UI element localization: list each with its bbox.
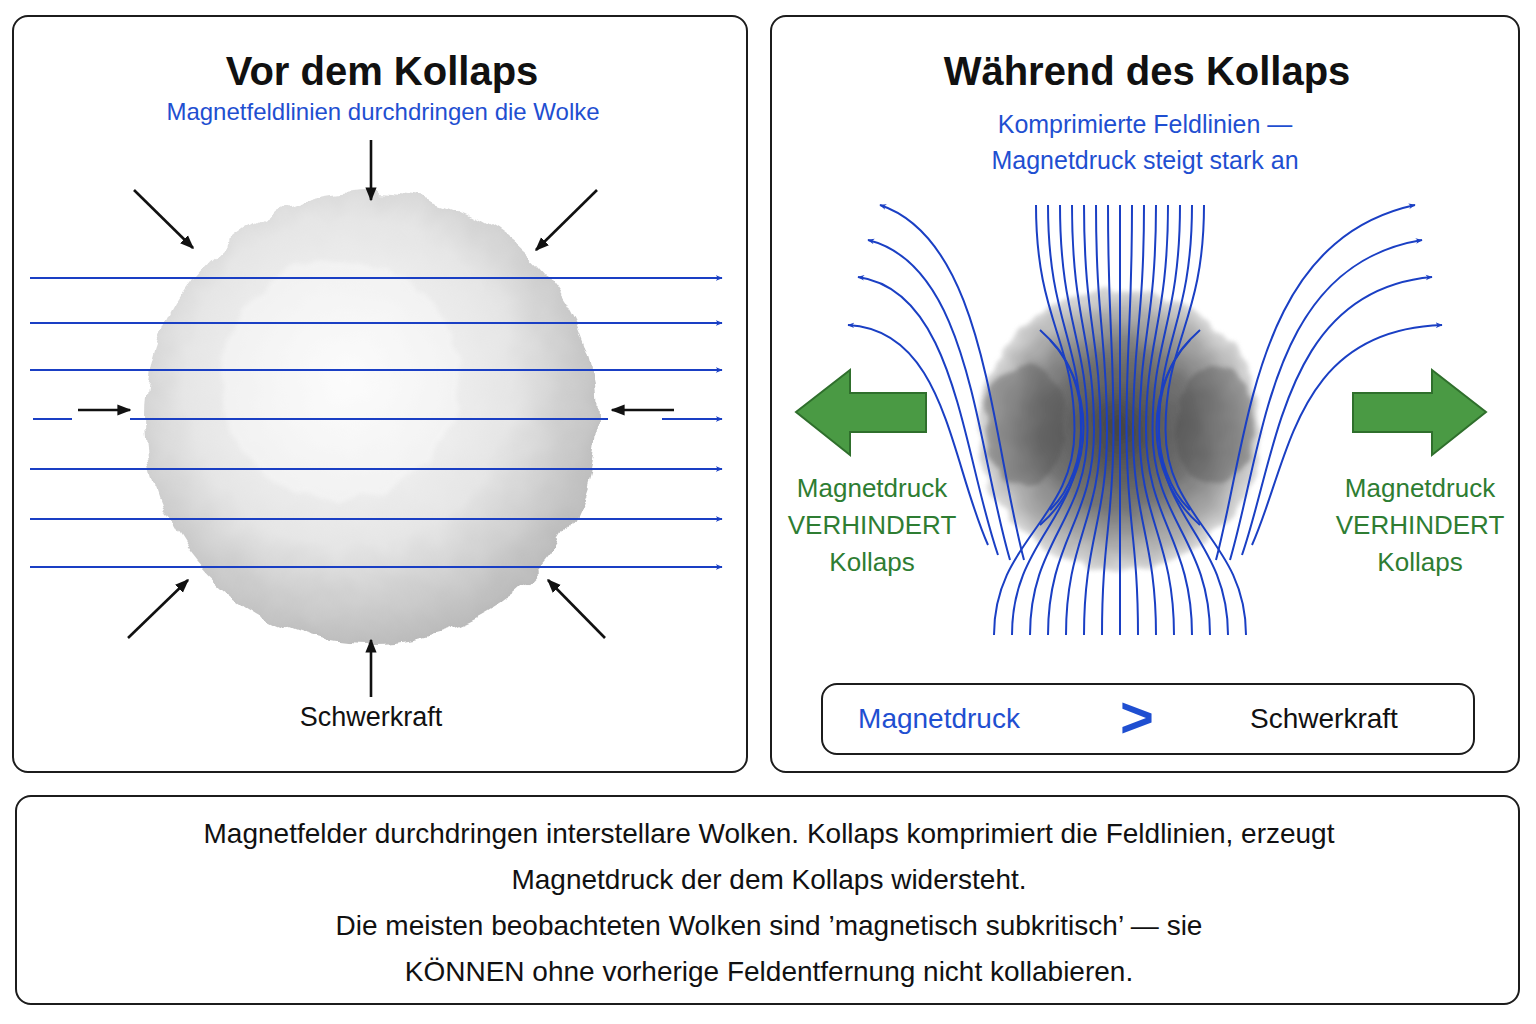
- caption-text: Magnetfelder durchdringen interstellare …: [149, 811, 1389, 903]
- field-line: [994, 205, 1075, 635]
- pressure-arrow: [796, 370, 926, 455]
- gravity-arrow: [536, 190, 597, 250]
- field-line: [1159, 205, 1228, 635]
- annotation: Komprimierte Feldlinien — Magnetdruck st…: [955, 106, 1335, 178]
- annotation: Magnetfeldlinien durchdringen die Wolke: [113, 96, 653, 128]
- field-line: [30, 369, 722, 371]
- field-line: [1153, 205, 1211, 635]
- panel-title: Während des Kollaps: [772, 47, 1522, 95]
- gravity-arrow: [370, 640, 373, 697]
- cloud-highlight: [220, 260, 460, 500]
- cloud-lobe: [1175, 365, 1255, 485]
- field-line: [30, 468, 722, 470]
- gravity-arrow: [128, 580, 188, 638]
- field-line: [30, 277, 722, 279]
- gravity-arrow: [370, 140, 373, 200]
- comparison-symbol: >: [1107, 681, 1167, 753]
- pressure-label: Magnetdruck VERHINDERT Kollaps: [1320, 470, 1520, 581]
- pressure-label: Magnetdruck VERHINDERT Kollaps: [772, 470, 972, 581]
- field-line: [33, 418, 72, 420]
- comparison-term: Schwerkraft: [1219, 685, 1429, 753]
- field-line: [1050, 340, 1082, 510]
- comparison-box: Magnetdruck > Schwerkraft: [821, 683, 1475, 755]
- field-line: [1157, 330, 1201, 525]
- gravity-arrows: [78, 140, 674, 697]
- field-line: [1030, 205, 1088, 635]
- field-line: [1040, 330, 1084, 525]
- field-line: [30, 566, 722, 568]
- force-label: Schwerkraft: [271, 700, 471, 734]
- field-line: [1166, 205, 1247, 635]
- field-line: [662, 418, 722, 420]
- field-line: [1012, 205, 1081, 635]
- field-lines: [30, 278, 722, 567]
- field-line: [1159, 340, 1191, 510]
- pressure-arrow: [1353, 370, 1486, 455]
- pressure-arrows: [796, 370, 1486, 455]
- field-line: [1048, 205, 1094, 635]
- gravity-arrow: [78, 409, 130, 412]
- field-line: [1119, 205, 1121, 635]
- comparison-term: Magnetdruck: [829, 685, 1049, 753]
- field-line: [1216, 205, 1415, 560]
- field-line: [130, 418, 608, 420]
- panel-title: Vor dem Kollaps: [14, 47, 750, 95]
- caption-box: Magnetfelder durchdringen interstellare …: [15, 795, 1520, 1005]
- gravity-arrow: [134, 190, 193, 248]
- gravity-arrow: [548, 580, 605, 638]
- gravity-arrow: [612, 409, 674, 412]
- field-line: [30, 518, 722, 520]
- field-line: [30, 322, 722, 324]
- field-line: [1102, 205, 1114, 635]
- caption-text: Die meisten beobachteten Wolken sind ’ma…: [319, 903, 1219, 995]
- panel-box: Vor dem Kollaps: [12, 15, 748, 773]
